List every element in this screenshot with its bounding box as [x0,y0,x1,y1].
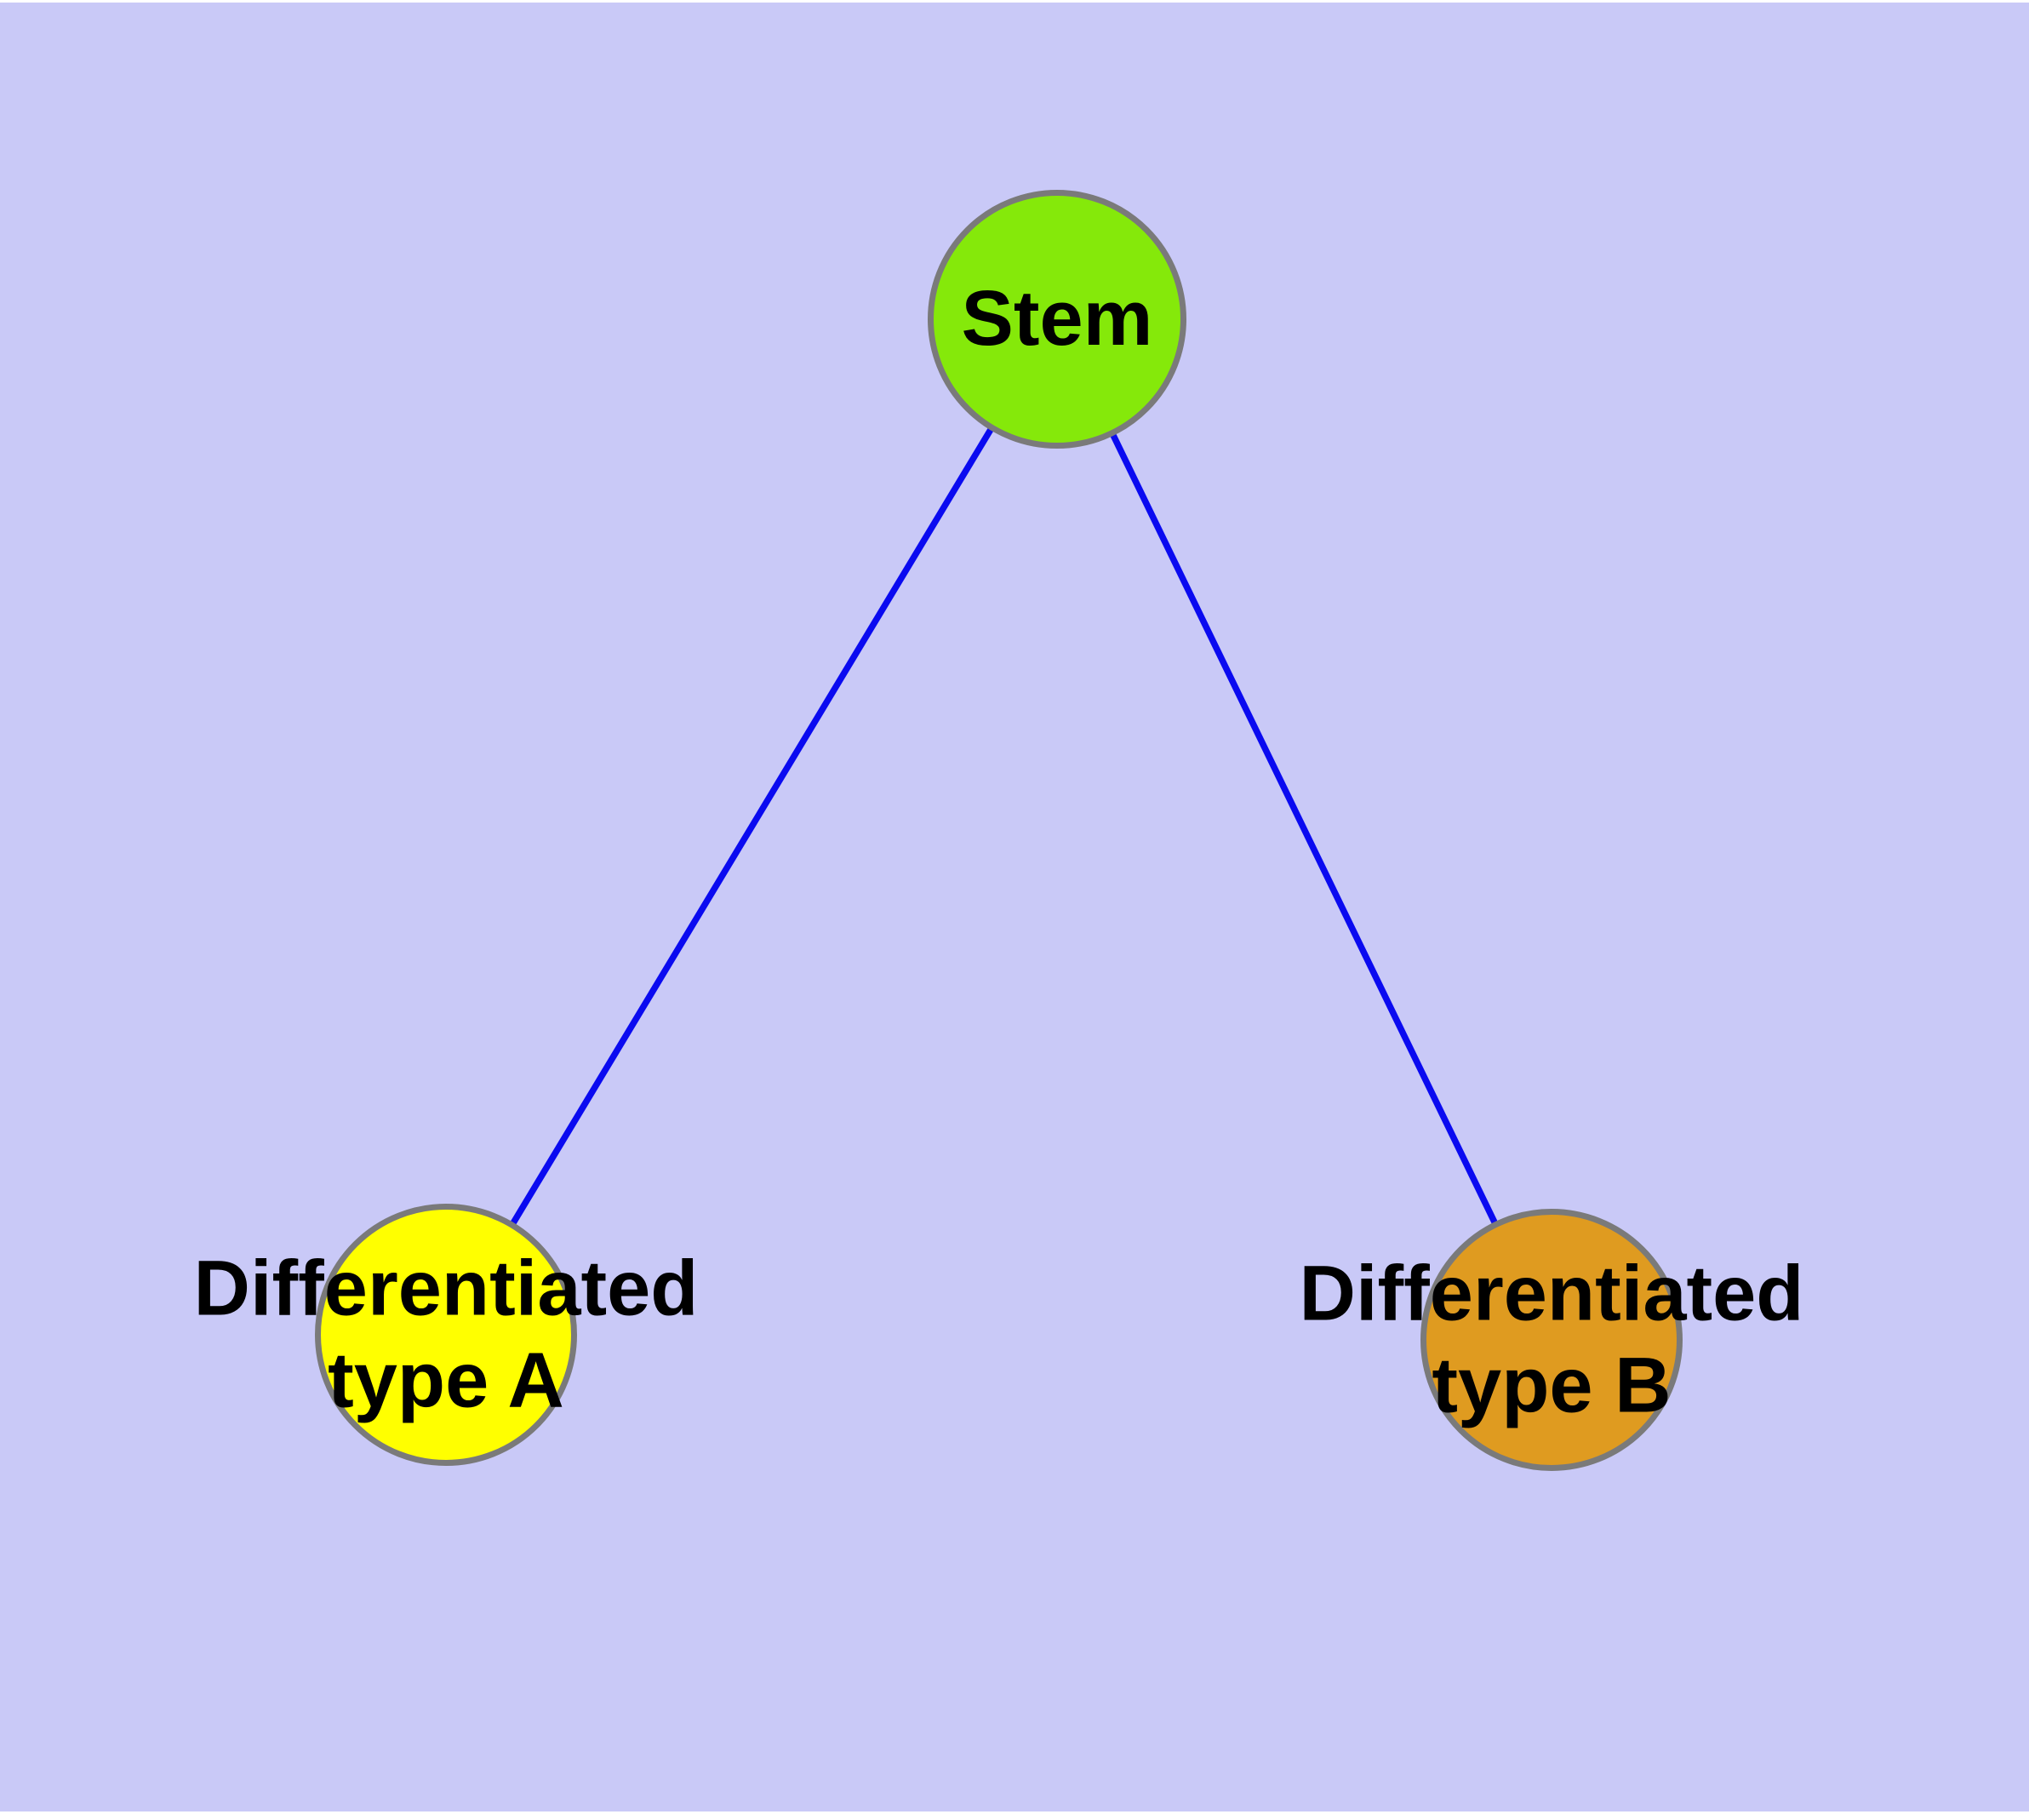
node-stem-label-line-1: Stem [961,275,1153,363]
node-stem-circle [928,190,1186,449]
node-differentiated-type-b-label-line-1: Differentiated [1299,1250,1804,1337]
edge-stem-to-differentiated-type-a [443,318,1060,1336]
node-differentiated-type-a-circle [315,1204,577,1466]
node-differentiated-type-a-label-line-1: Differentiated [193,1245,699,1332]
node-differentiated-type-b-circle [1420,1209,1683,1471]
node-differentiated-type-a-label-line-2: type A [328,1336,564,1423]
edge-layer [443,318,1555,1342]
node-differentiated-type-b-label-line-2: type B [1432,1342,1672,1428]
node-stem-label: Stem [962,273,1153,365]
edge-stem-to-differentiated-type-b [1054,318,1555,1342]
